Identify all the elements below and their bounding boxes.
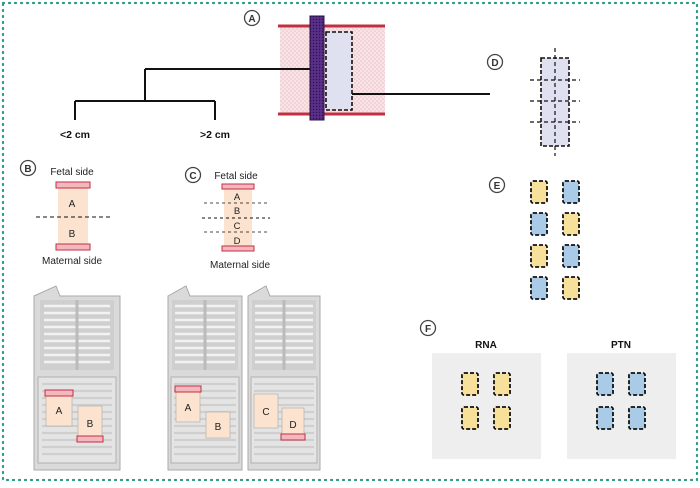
panel-e-label: E (494, 181, 501, 192)
cassette-c1-label-a: A (185, 403, 192, 414)
panel-b-top-membrane (55, 181, 91, 189)
panel-f-label: F (425, 324, 431, 335)
panel-e-badge (488, 176, 506, 194)
panel-c-section-b: B (234, 206, 240, 217)
ptn-panel (567, 353, 676, 459)
panel-b-fetal-text: Fetal side (50, 167, 94, 178)
ptn-title: PTN (611, 340, 631, 351)
rna-title: RNA (475, 340, 497, 351)
tree-right-label: >2 cm (200, 129, 230, 141)
panel-b-section-a: A (69, 199, 76, 210)
panel-b-section-b: B (69, 229, 76, 240)
panel-c-label: C (189, 171, 196, 182)
panel-a-badge (243, 9, 261, 27)
panel-f: F RNA PTN (419, 319, 676, 459)
cassette-b-label-b: B (87, 419, 94, 430)
panel-b-bottom-membrane (55, 243, 91, 251)
sampled-block (325, 31, 353, 111)
size-tree (74, 68, 490, 120)
cassette-c2-label-d: D (289, 420, 296, 431)
panel-f-badge (419, 319, 437, 337)
rna-tiles (461, 372, 511, 430)
cassette-c1-label-b: B (215, 422, 222, 433)
rna-panel (432, 353, 541, 459)
panel-e-tiles (530, 180, 580, 300)
panel-e: E (488, 176, 580, 300)
cassette-c2: C D (247, 285, 321, 471)
panel-d-label: D (491, 58, 498, 69)
panel-c-fetal-text: Fetal side (214, 171, 258, 182)
panel-a-label: A (248, 14, 255, 25)
cassette-c1: A B (167, 285, 243, 471)
panel-c-top-membrane (221, 183, 255, 190)
cassette-b: A B (33, 285, 121, 471)
purple-umbilical-cord-strip (309, 15, 325, 121)
panel-b-badge (19, 159, 37, 177)
panel-b-maternal-text: Maternal side (42, 256, 102, 267)
panel-c-badge (184, 166, 202, 184)
panel-c-section-strip (224, 186, 252, 248)
panel-c-bottom-membrane (221, 245, 255, 252)
ptn-tiles (596, 372, 646, 430)
panel-d-badge (486, 53, 504, 71)
panel-d-cut-lines (530, 48, 580, 156)
panel-b-section-strip (58, 184, 88, 248)
panel-b-label: B (24, 164, 31, 175)
panel-c-cut-lines (202, 202, 270, 233)
panel-a: A <2 cm >2 cm (60, 9, 490, 141)
cassette-b-label-a: A (56, 406, 63, 417)
panel-c-maternal-text: Maternal side (210, 260, 270, 271)
panel-c-section-a: A (234, 192, 241, 203)
panel-d: D (486, 48, 580, 156)
panel-c: C Fetal side A B C D Maternal side (184, 166, 270, 271)
panel-c-section-d: D (234, 236, 241, 247)
panel-b: B Fetal side A B Maternal side (19, 159, 112, 267)
panel-c-section-c: C (234, 221, 241, 232)
cassette-c2-label-c: C (262, 407, 269, 418)
tree-left-label: <2 cm (60, 129, 90, 141)
